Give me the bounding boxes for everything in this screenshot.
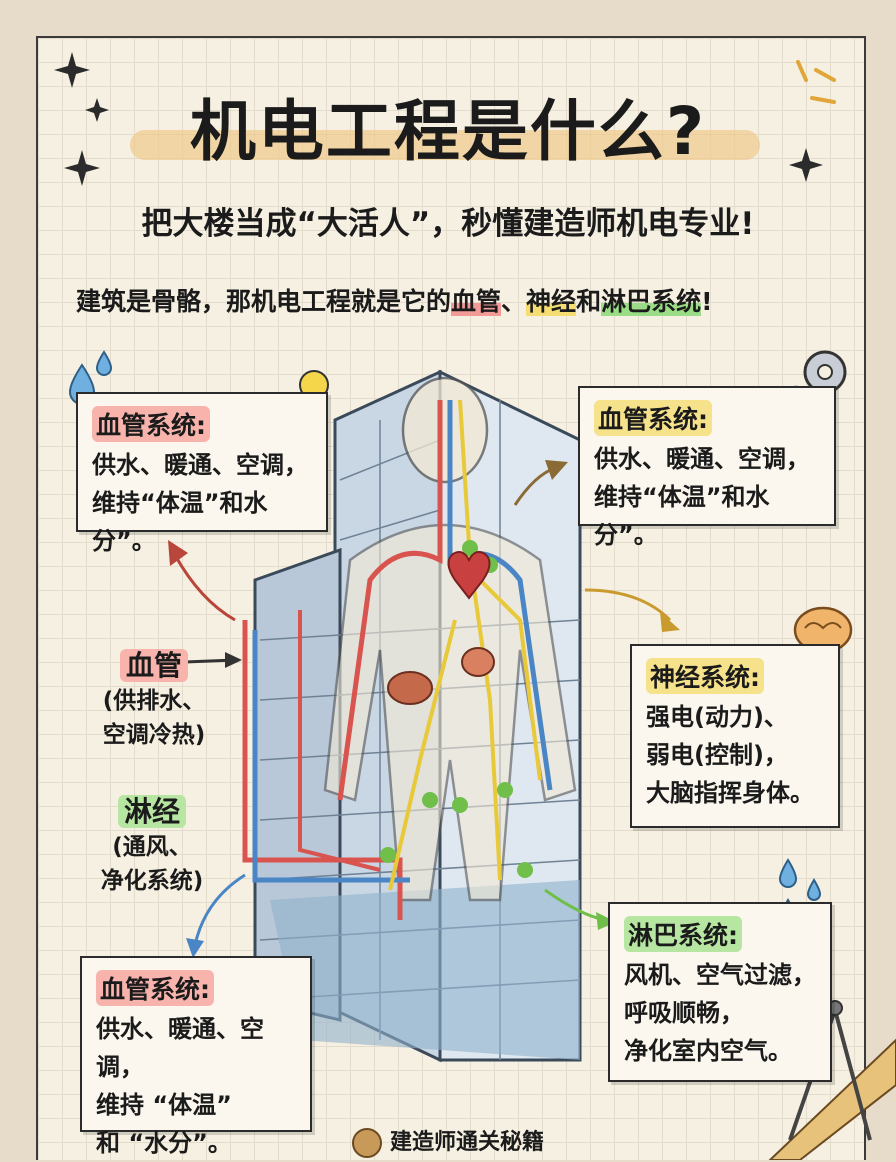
accent-lines (796, 60, 836, 104)
card-blood-top-right: 血管系统: 供水、暖通、空调， 维持“体温”和水分”。 (578, 386, 836, 549)
card-body: 供水、暖通、空调， 维持“体温”和水分”。 (92, 451, 308, 555)
card-blood-bottom-left: 血管系统: 供水、暖通、空调， 维持 “体温” 和 “水分”。 (80, 956, 312, 1157)
intro-suffix: ! (701, 287, 713, 316)
side-label-main: 淋经 (117, 795, 186, 828)
intro-sep-1: 、 (501, 287, 527, 316)
intro-term-blood: 血管 (451, 287, 502, 316)
side-label-sub: (供排水、 空调冷热) (102, 688, 206, 748)
footer-brand: 建造师通关秘籍 (0, 1124, 896, 1158)
heart-icon (447, 551, 491, 600)
card-blood-top-left: 血管系统: 供水、暖通、空调， 维持“体温”和水分”。 (76, 392, 328, 555)
card-body: 供水、暖通、空调， 维持“体温”和水分”。 (594, 445, 810, 549)
sparkle-icons (54, 52, 823, 186)
side-label-blood: 血管 (供排水、 空调冷热) (64, 644, 244, 752)
blood-vessels (242, 400, 553, 920)
lymph-nodes (380, 540, 533, 878)
card-title: 淋巴系统: (624, 916, 742, 952)
card-body: 强电(动力)、 弱电(控制)， 大脑指挥身体。 (646, 703, 814, 807)
brain-icon (793, 606, 853, 654)
side-label-sub: (通风、 净化系统) (100, 834, 204, 894)
human-figure (323, 376, 577, 902)
side-label-main: 血管 (119, 649, 188, 682)
card-lymph-system: 淋巴系统: 风机、空气过滤， 呼吸顺畅， 净化室内空气。 (608, 902, 832, 1082)
intro-prefix: 建筑是骨骼，那机电工程就是它的 (76, 287, 452, 316)
intro-sentence: 建筑是骨骼，那机电工程就是它的血管、神经和淋巴系统! (76, 282, 713, 318)
card-body: 风机、空气过滤， 呼吸顺畅， 净化室内空气。 (624, 961, 816, 1065)
brand-logo-icon (351, 1128, 382, 1158)
page-title: 机电工程是什么? (189, 93, 707, 170)
intro-term-nerve: 神经 (526, 287, 577, 316)
footer-text: 建造师通关秘籍 (389, 1130, 544, 1155)
intro-sep-2: 和 (576, 287, 602, 316)
liver-icon (387, 671, 433, 705)
card-title: 血管系统: (594, 400, 712, 436)
card-title: 血管系统: (96, 970, 214, 1006)
page-subtitle: 把大楼当成“大活人”，秒懂建造师机电专业! (141, 206, 755, 242)
card-title: 神经系统: (646, 658, 764, 694)
card-nerve-system: 神经系统: 强电(动力)、 弱电(控制)， 大脑指挥身体。 (630, 644, 840, 828)
card-title: 血管系统: (92, 406, 210, 442)
stomach-icon (461, 647, 495, 677)
side-label-lymph: 淋经 (通风、 净化系统) (52, 790, 252, 898)
title-highlight (130, 130, 760, 160)
intro-term-lymph: 淋巴系统 (601, 287, 702, 316)
card-body: 供水、暖通、空调， 维持 “体温” 和 “水分”。 (96, 1015, 264, 1157)
pointer-arrows (168, 460, 680, 958)
